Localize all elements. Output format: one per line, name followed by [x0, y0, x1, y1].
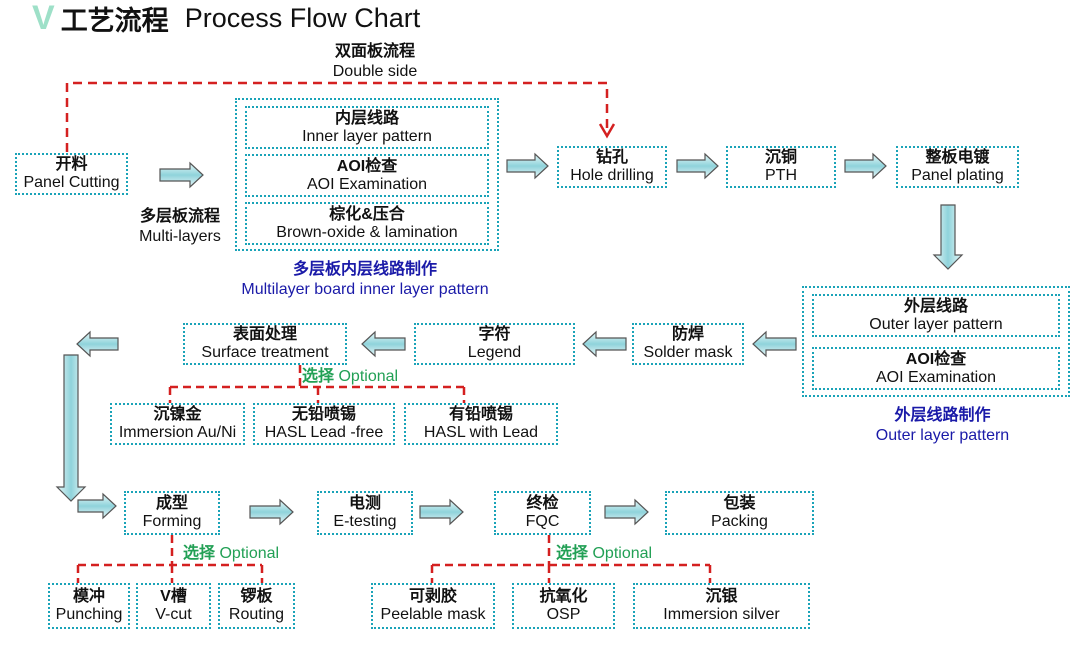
step-legend[interactable]: 字符 Legend [414, 323, 575, 365]
option-hasl-lead-free[interactable]: 无铅喷锡 HASL Lead -free [253, 403, 395, 445]
outer-group-caption: 外层线路制作 Outer layer pattern [875, 407, 1010, 444]
option-v-cut[interactable]: V槽 V-cut [136, 583, 211, 629]
option-punching[interactable]: 模冲 Punching [48, 583, 130, 629]
step-fqc[interactable]: 终检 FQC [494, 491, 591, 535]
arrow-outer-to-soldermask [752, 330, 797, 358]
arrow-surface-to-left [76, 330, 119, 358]
step-panel-plating[interactable]: 整板电镀 Panel plating [896, 146, 1019, 188]
double-side-arrowhead [598, 123, 616, 139]
arrow-fqc-to-packing [604, 498, 649, 526]
step-outer-layer-pattern[interactable]: 外层线路 Outer layer pattern [812, 294, 1060, 337]
forming-optional-label: 选择 Optional [183, 545, 280, 562]
arrow-drilling-to-pth [676, 152, 719, 180]
option-osp[interactable]: 抗氧化 OSP [512, 583, 615, 629]
arrow-cut-to-multilayer [159, 161, 204, 189]
arrow-etest-to-fqc [419, 498, 464, 526]
arrow-left-down [55, 354, 87, 502]
arrow-forming-to-etest [249, 498, 294, 526]
inner-layer-group: 内层线路 Inner layer pattern AOI检查 AOI Exami… [235, 98, 499, 251]
fqc-options-lines [430, 535, 712, 583]
option-peelable-mask[interactable]: 可剥胶 Peelable mask [371, 583, 495, 629]
inner-group-caption: 多层板内层线路制作 Multilayer board inner layer p… [241, 261, 489, 298]
step-packing[interactable]: 包装 Packing [665, 491, 814, 535]
option-hasl-with-lead[interactable]: 有铅喷锡 HASL with Lead [404, 403, 558, 445]
step-solder-mask[interactable]: 防焊 Solder mask [632, 323, 744, 365]
multi-layers-label: 多层板流程 Multi-layers [139, 208, 221, 245]
arrow-soldermask-to-legend [582, 330, 627, 358]
arrow-pth-to-plating [844, 152, 887, 180]
arrow-inner-to-drilling [506, 152, 549, 180]
outer-layer-group: 外层线路 Outer layer pattern AOI检查 AOI Exami… [802, 286, 1070, 397]
step-forming[interactable]: 成型 Forming [124, 491, 220, 535]
step-surface-treatment[interactable]: 表面处理 Surface treatment [183, 323, 347, 365]
step-panel-cutting[interactable]: 开料 Panel Cutting [15, 153, 128, 195]
option-immersion-au-ni[interactable]: 沉镍金 Immersion Au/Ni [110, 403, 245, 445]
title-mark: V [32, 0, 55, 37]
step-e-testing[interactable]: 电测 E-testing [317, 491, 413, 535]
double-side-route [65, 81, 609, 152]
arrow-legend-to-surface [361, 330, 406, 358]
title-en: Process Flow Chart [184, 2, 421, 33]
option-immersion-silver[interactable]: 沉银 Immersion silver [633, 583, 810, 629]
page-title: V 工艺流程 Process Flow Chart [32, 0, 421, 37]
option-routing[interactable]: 锣板 Routing [218, 583, 295, 629]
step-outer-aoi[interactable]: AOI检查 AOI Examination [812, 347, 1060, 390]
step-inner-aoi[interactable]: AOI检查 AOI Examination [245, 154, 489, 197]
surface-options-lines [168, 365, 466, 403]
double-side-label: 双面板流程 Double side [332, 43, 418, 80]
arrow-plating-to-outer [932, 204, 964, 270]
title-cn: 工艺流程 [60, 5, 169, 36]
arrow-to-forming [77, 492, 117, 520]
forming-options-lines [76, 535, 264, 583]
step-inner-layer-pattern[interactable]: 内层线路 Inner layer pattern [245, 106, 489, 149]
step-hole-drilling[interactable]: 钻孔 Hole drilling [557, 146, 667, 188]
step-brown-oxide-lamination[interactable]: 棕化&压合 Brown-oxide & lamination [245, 202, 489, 245]
block-arrow-right [159, 152, 887, 189]
surface-optional-label: 选择 Optional [302, 368, 399, 385]
fqc-optional-label: 选择 Optional [556, 545, 653, 562]
step-pth[interactable]: 沉铜 PTH [726, 146, 836, 188]
